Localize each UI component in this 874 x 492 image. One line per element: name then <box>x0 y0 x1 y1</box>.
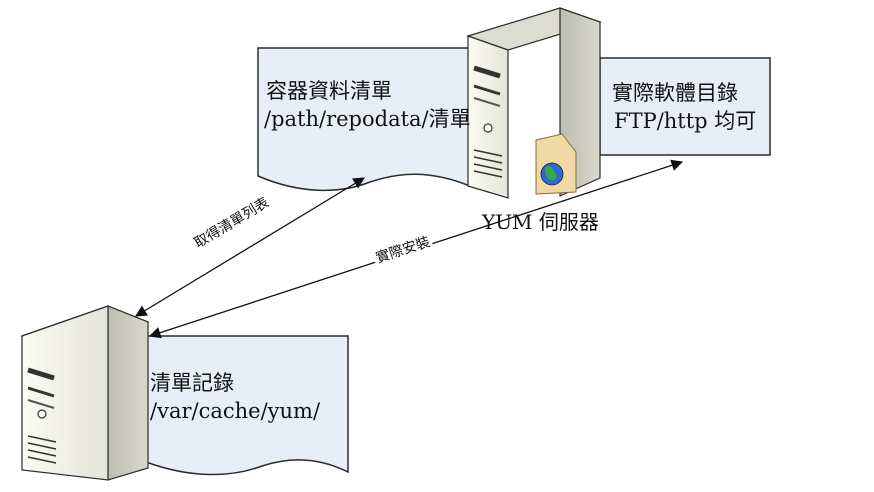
get-list-arrow <box>134 177 366 317</box>
local-record-document <box>145 335 349 476</box>
software-dir-document <box>599 57 771 156</box>
client-server-icon <box>20 305 150 481</box>
local-record-path: /var/cache/yum/ <box>150 399 321 423</box>
software-dir-title: 實際軟體目錄 <box>612 81 738 105</box>
local-record-title: 清單記錄 <box>150 371 234 395</box>
yum-server-caption: YUM 伺服器 <box>482 210 599 234</box>
repo-list-title: 容器資料清單 <box>266 79 392 103</box>
repo-list-path: /path/repodata/清單 <box>264 107 471 131</box>
yum-server-icon <box>466 7 602 199</box>
software-dir-protocol: FTP/http 均可 <box>614 109 757 133</box>
